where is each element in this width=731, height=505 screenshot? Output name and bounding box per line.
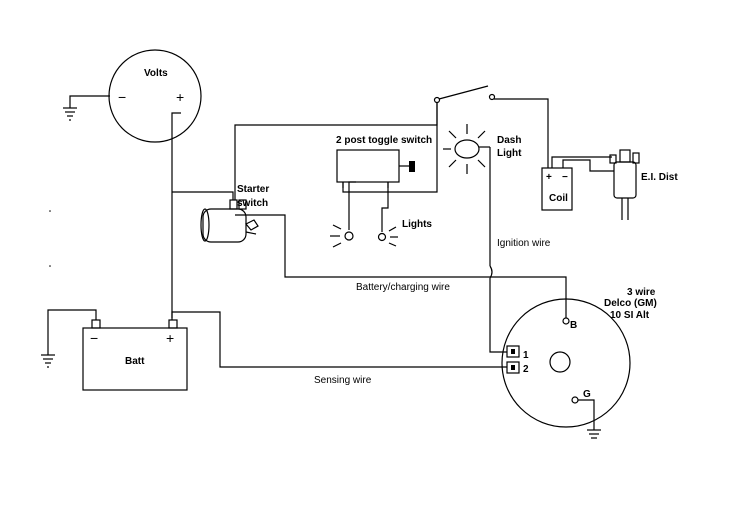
- voltmeter-plus: +: [176, 89, 184, 105]
- coil-icon: [541, 164, 573, 211]
- battery-plus: +: [166, 330, 174, 346]
- alternator-terminal-1: 1: [523, 350, 529, 361]
- alternator-terminal-2: 2: [523, 364, 529, 375]
- sensing-wire-label: Sensing wire: [314, 375, 372, 386]
- alternator-ground-icon: [578, 399, 601, 439]
- alternator-terminal-g: G: [583, 389, 591, 400]
- coil-dist-wire-1: [551, 156, 612, 164]
- voltmeter-minus: −: [118, 89, 126, 105]
- ignition-run-wire: [494, 98, 549, 168]
- left-light-icon: [330, 224, 354, 248]
- alternator-label-line2: Delco (GM): [604, 298, 657, 309]
- right-light-icon: [377, 226, 398, 247]
- battery-positive-wire: [171, 311, 507, 368]
- voltmeter-ground-icon: [63, 95, 110, 121]
- starter-label-line2: switch: [237, 198, 268, 209]
- coil-minus: −: [562, 172, 568, 183]
- stray-dot-1: [49, 210, 51, 212]
- coil-label: Coil: [549, 193, 568, 204]
- battery-charging-wire: [235, 214, 567, 318]
- light-wire-left: [348, 181, 356, 230]
- dash-light-icon: [443, 124, 486, 174]
- starter-solenoid-icon: [200, 199, 259, 243]
- lights-label: Lights: [402, 219, 432, 230]
- battery-charging-wire-label: Battery/charging wire: [356, 282, 450, 293]
- battery-minus: −: [90, 330, 98, 346]
- alternator-icon: [501, 298, 631, 428]
- starter-feed-wire: [172, 191, 234, 200]
- battery-ground-icon: [41, 309, 97, 368]
- ignition-wire-crossover: [489, 265, 493, 279]
- toggle-feed-wire: [342, 102, 438, 193]
- alternator-terminal-b: B: [570, 320, 577, 331]
- battery-label: Batt: [125, 356, 145, 367]
- toggle-switch-label: 2 post toggle switch: [336, 135, 432, 146]
- distributor-label: E.I. Dist: [641, 172, 678, 183]
- dash-light-label-line2: Light: [497, 148, 522, 159]
- starter-label-line1: Starter: [237, 184, 269, 195]
- alternator-label-line3: 10 SI Alt: [610, 310, 650, 321]
- stray-dot-2: [49, 265, 51, 267]
- voltmeter-label: Volts: [144, 68, 168, 79]
- dash-light-label-line1: Dash: [497, 135, 521, 146]
- ignition-wire-lower: [489, 278, 507, 353]
- alternator-label-line1: 3 wire: [627, 287, 656, 298]
- ignition-switch-icon: [433, 85, 496, 104]
- ignition-wire-label: Ignition wire: [497, 238, 551, 249]
- distributor-icon: [609, 149, 640, 220]
- voltmeter: Volts − +: [108, 49, 202, 143]
- light-wire-right: [381, 182, 389, 232]
- coil-dist-wire-2: [562, 159, 614, 172]
- voltmeter-feed-wire: [171, 112, 181, 318]
- coil-plus: +: [546, 172, 552, 183]
